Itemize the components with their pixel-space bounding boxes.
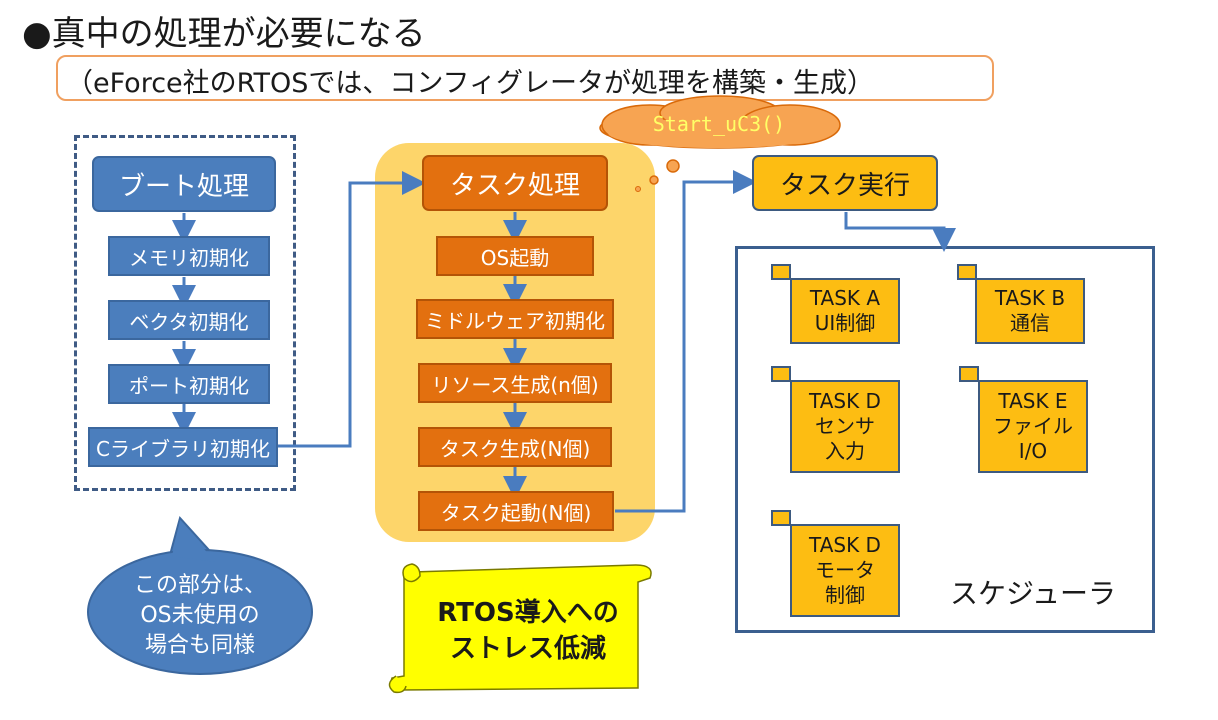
task-b-tab	[957, 264, 977, 280]
task-d-motor-tab	[771, 510, 791, 526]
task-e-card: TASK E ファイル I/O	[978, 380, 1088, 473]
task-process-header: タスク処理	[422, 155, 608, 211]
boot-step-memory-init: メモリ初期化	[108, 236, 270, 276]
scroll-text: RTOS導入への ストレス低減	[437, 598, 619, 664]
task-d-sensor-tab	[771, 366, 791, 382]
speech-bubble-text: この部分は、 OS未使用の 場合も同様	[133, 573, 266, 658]
task-exec-header: タスク実行	[752, 155, 938, 211]
slide-title: ●真中の処理が必要になる	[22, 14, 426, 54]
scheduler-label: スケジューラ	[950, 577, 1117, 610]
boot-step-clib-init: Cライブラリ初期化	[88, 427, 278, 467]
boot-process-header: ブート処理	[92, 156, 276, 212]
task-step-resource-create: リソース生成(n個)	[418, 363, 612, 403]
speech-bubble-shape	[87, 515, 313, 675]
cloud-shape	[599, 95, 841, 192]
task-b-card: TASK B 通信	[975, 278, 1085, 344]
boot-step-port-init: ポート初期化	[108, 364, 270, 404]
task-d-motor-card: TASK D モータ 制御	[790, 524, 900, 617]
task-step-task-start: タスク起動(N個)	[418, 491, 614, 531]
task-e-tab	[959, 366, 979, 382]
task-a-card: TASK A UI制御	[790, 278, 900, 344]
task-step-task-create: タスク生成(N個)	[418, 427, 612, 467]
boot-step-vector-init: ベクタ初期化	[108, 300, 270, 340]
subtitle-box: （eForce社のRTOSでは、コンフィグレータが処理を構築・生成）	[56, 55, 994, 101]
task-a-tab	[771, 264, 791, 280]
cloud-label: Start_uC3()	[652, 112, 786, 136]
task-step-middleware-init: ミドルウェア初期化	[416, 299, 614, 339]
task-d-sensor-card: TASK D センサ 入力	[790, 380, 900, 473]
scroll-shape	[388, 563, 652, 694]
boot-group-frame	[74, 135, 296, 491]
task-step-os-start: OS起動	[436, 236, 594, 276]
